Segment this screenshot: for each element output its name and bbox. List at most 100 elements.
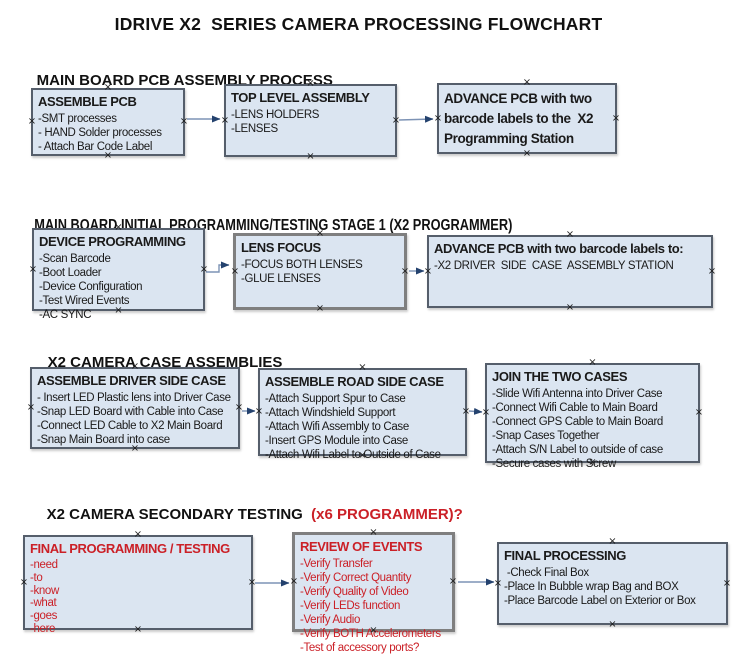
box-line: -Snap LED Board with Cable into Case bbox=[37, 406, 224, 418]
box-line: -Verify Correct Quantity bbox=[300, 572, 412, 584]
box-line: -need bbox=[30, 559, 58, 571]
box-final-processing[interactable]: FINAL PROCESSING -Check Final Box -Place… bbox=[494, 537, 731, 630]
box-line: -LENS HOLDERS bbox=[231, 109, 320, 121]
box-line: -AC SYNC bbox=[39, 309, 92, 321]
box-line: -Slide Wifi Antenna into Driver Case bbox=[492, 388, 663, 400]
connection-point-icon: × bbox=[522, 77, 532, 88]
connection-point-icon: × bbox=[448, 576, 458, 587]
box-line: -Boot Loader bbox=[39, 267, 102, 279]
heading-text-red: (x6 PROGRAMMER)? bbox=[311, 506, 463, 523]
box-assemble-pcb[interactable]: ASSEMBLE PCB -SMT processes - HAND Solde… bbox=[28, 83, 188, 161]
heading-text: X2 CAMERA SECONDARY TESTING bbox=[46, 506, 312, 523]
box-line: -Verify BOTH Accelerometers bbox=[300, 628, 441, 640]
box-line: -SMT processes bbox=[38, 113, 117, 125]
connection-point-icon: × bbox=[199, 263, 209, 275]
box-line: -Snap Cases Together bbox=[492, 430, 600, 442]
box-line: -Attach Support Spur to Case bbox=[265, 393, 406, 405]
connection-point-icon: × bbox=[254, 406, 264, 417]
box-line: -Test of accessory ports? bbox=[300, 642, 420, 654]
box-title: FINAL PROCESSING bbox=[504, 548, 626, 563]
box-advance-pcb-to-programming-station[interactable]: ADVANCE PCB with two barcode labels to t… bbox=[434, 78, 620, 159]
box-title: DEVICE PROGRAMMING bbox=[39, 234, 186, 249]
connection-point-icon: × bbox=[608, 619, 617, 630]
box-title: JOIN THE TWO CASES bbox=[492, 369, 628, 384]
box-title: TOP LEVEL ASSEMBLY bbox=[231, 90, 370, 105]
box-lens-focus[interactable]: LENS FOCUS -FOCUS BOTH LENSES -GLUE LENS… bbox=[230, 229, 410, 314]
box-line: -X2 DRIVER SIDE CASE ASSEMBLY STATION bbox=[434, 260, 674, 272]
connection-point-icon: × bbox=[522, 148, 532, 159]
box-line: -Connect LED Cable to X2 Main Board bbox=[37, 420, 223, 432]
box-line: -Secure cases with Screw bbox=[492, 458, 616, 470]
box-line: -Check Final Box bbox=[504, 567, 589, 579]
connection-point-icon: × bbox=[493, 577, 503, 589]
box-line: -Connect Wifi Cable to Main Board bbox=[492, 402, 658, 414]
box-line: -LENSES bbox=[231, 123, 278, 135]
box-line: -Test Wired Events bbox=[39, 295, 130, 307]
box-line: -Verify Transfer bbox=[300, 558, 373, 570]
box-line: -Attach Windshield Support bbox=[265, 407, 396, 419]
connection-point-icon: × bbox=[433, 112, 443, 124]
box-device-programming[interactable]: DEVICE PROGRAMMING -Scan Barcode -Boot L… bbox=[29, 223, 208, 322]
box-line: -here bbox=[30, 622, 56, 635]
box-title: ASSEMBLE DRIVER SIDE CASE bbox=[37, 373, 226, 388]
connection-point-icon: × bbox=[230, 265, 240, 277]
box-final-programming-testing[interactable]: FINAL PROGRAMMING / TESTING -need -to -k… bbox=[20, 530, 256, 635]
page-title: IDRIVE X2 SERIES CAMERA PROCESSING FLOWC… bbox=[114, 14, 603, 34]
connection-point-icon: × bbox=[220, 114, 230, 126]
connection-point-icon: × bbox=[565, 229, 575, 240]
connection-point-icon: × bbox=[400, 265, 410, 277]
arrow-device-programming-to-lens-focus[interactable] bbox=[206, 261, 230, 273]
connection-point-icon: × bbox=[26, 402, 36, 413]
box-review-of-events[interactable]: REVIEW OF EVENTS -Verify Transfer -Verif… bbox=[289, 528, 458, 655]
box-title: ADVANCE PCB with two barcode labels to t… bbox=[444, 91, 597, 146]
box-line: -Insert GPS Module into Case bbox=[265, 435, 408, 447]
box-line: -goes bbox=[30, 610, 58, 623]
connection-point-icon: × bbox=[608, 536, 617, 547]
box-top-level-assembly[interactable]: TOP LEVEL ASSEMBLY -LENS HOLDERS -LENSES… bbox=[221, 79, 400, 162]
box-join-the-two-cases[interactable]: JOIN THE TWO CASES -Slide Wifi Antenna i… bbox=[482, 358, 703, 471]
box-advance-pcb-to-driver-side-station[interactable]: ADVANCE PCB with two barcode labels to: … bbox=[424, 230, 716, 313]
box-assemble-driver-side-case[interactable]: ASSEMBLE DRIVER SIDE CASE - Insert LED P… bbox=[27, 362, 243, 454]
box-line: -know bbox=[30, 584, 59, 597]
box-line: -Verify LEDs function bbox=[300, 600, 401, 612]
box-line: -to bbox=[30, 571, 43, 584]
connection-point-icon: × bbox=[289, 576, 299, 587]
box-line: - Insert LED Plastic lens into Driver Ca… bbox=[37, 392, 231, 404]
arrow-top-level-to-advance-pcb[interactable] bbox=[398, 115, 434, 123]
connection-point-icon: × bbox=[358, 362, 367, 373]
box-title: ASSEMBLE PCB bbox=[38, 94, 137, 109]
connection-point-icon: × bbox=[481, 407, 491, 418]
box-line: -Place In Bubble wrap Bag and BOX bbox=[504, 581, 679, 593]
box-line: -Scan Barcode bbox=[39, 253, 111, 265]
box-line: -Attach Wifi Label to Outside of Case bbox=[265, 449, 441, 461]
connection-point-icon: × bbox=[306, 151, 315, 162]
section-heading-case-assemblies: X2 CAMERA CASE ASSEMBLIES bbox=[31, 337, 283, 388]
box-line: -GLUE LENSES bbox=[241, 273, 321, 285]
heading-text: X2 CAMERA CASE ASSEMBLIES bbox=[47, 354, 283, 371]
box-title: LENS FOCUS bbox=[241, 240, 321, 255]
connection-point-icon: × bbox=[28, 263, 38, 275]
box-line: -what bbox=[30, 597, 57, 610]
connection-point-icon: × bbox=[19, 576, 29, 588]
connection-point-icon: × bbox=[27, 116, 37, 127]
connection-point-icon: × bbox=[722, 577, 732, 589]
box-assemble-road-side-case[interactable]: ASSEMBLE ROAD SIDE CASE -Attach Support … bbox=[255, 363, 470, 462]
box-title: ASSEMBLE ROAD SIDE CASE bbox=[265, 374, 444, 389]
box-line: -Snap Main Board into case bbox=[37, 434, 170, 446]
box-line: -Attach Wifi Assembly to Case bbox=[265, 421, 409, 433]
box-line: -Verify Audio bbox=[300, 614, 361, 626]
box-title: FINAL PROGRAMMING / TESTING bbox=[30, 541, 230, 556]
connection-point-icon: × bbox=[694, 407, 704, 418]
connection-point-icon: × bbox=[611, 112, 621, 124]
connection-point-icon: × bbox=[588, 357, 597, 368]
box-line: - HAND Solder processes bbox=[38, 127, 162, 139]
box-line: -Place Barcode Label on Exterior or Box bbox=[504, 595, 696, 607]
box-line: -Device Configuration bbox=[39, 281, 143, 293]
connection-point-icon: × bbox=[315, 303, 325, 314]
arrow-road-case-to-join-cases[interactable] bbox=[468, 407, 483, 415]
box-line: -Connect GPS Cable to Main Board bbox=[492, 416, 663, 428]
box-line: - Attach Bar Code Label bbox=[38, 141, 153, 153]
box-line: -Attach S/N Label to outside of case bbox=[492, 444, 663, 456]
